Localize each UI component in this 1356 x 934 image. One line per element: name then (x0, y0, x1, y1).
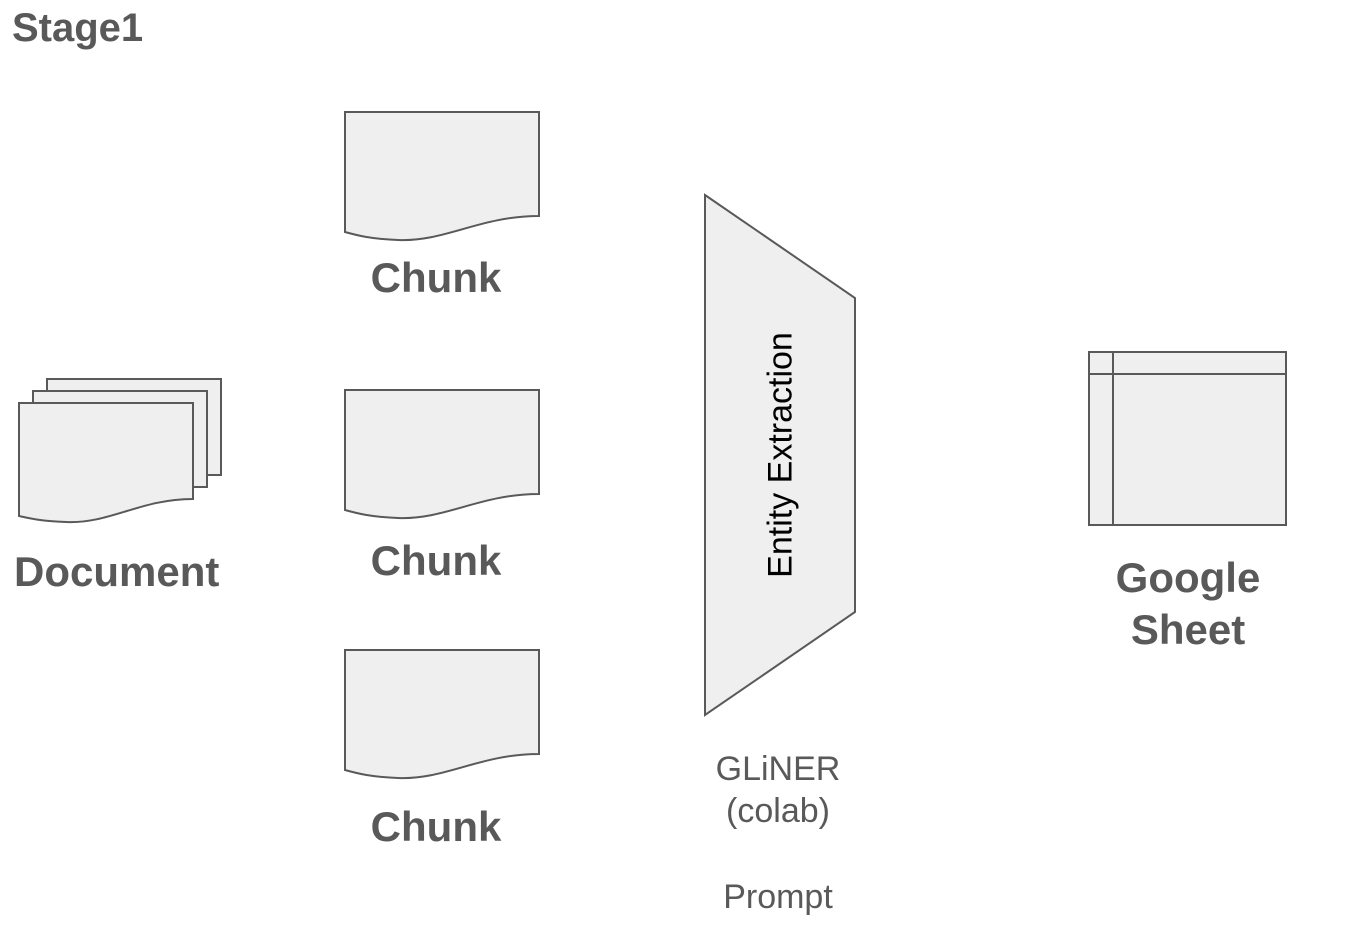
document-page-front (18, 402, 194, 524)
chunk-shape-2 (344, 389, 540, 520)
chunk-shape-3 (344, 649, 540, 780)
prompt-label: Prompt (723, 878, 833, 916)
document-stack-icon (18, 378, 222, 524)
chunk-shape-1 (344, 111, 540, 242)
entity-extraction-label: Entity Extraction (761, 332, 800, 578)
spreadsheet-icon (1088, 351, 1287, 526)
spreadsheet-frame (1088, 351, 1287, 526)
tool-caption: GLiNER (colab) (680, 748, 876, 832)
google-sheet-label-line2: Sheet (1130, 606, 1246, 653)
chunk-label-3: Chunk (370, 803, 502, 850)
chunk-label-1: Chunk (370, 254, 502, 301)
tool-name: GLiNER (715, 750, 841, 788)
entity-extraction-trapezoid (704, 193, 856, 717)
google-sheet-label: Google Sheet (1088, 552, 1288, 656)
google-sheet-label-line1: Google (1115, 554, 1261, 601)
document-label: Document (14, 548, 220, 595)
tool-environment: (colab) (726, 792, 830, 830)
stage-title: Stage1 (12, 6, 144, 50)
chunk-label-2: Chunk (370, 537, 502, 584)
